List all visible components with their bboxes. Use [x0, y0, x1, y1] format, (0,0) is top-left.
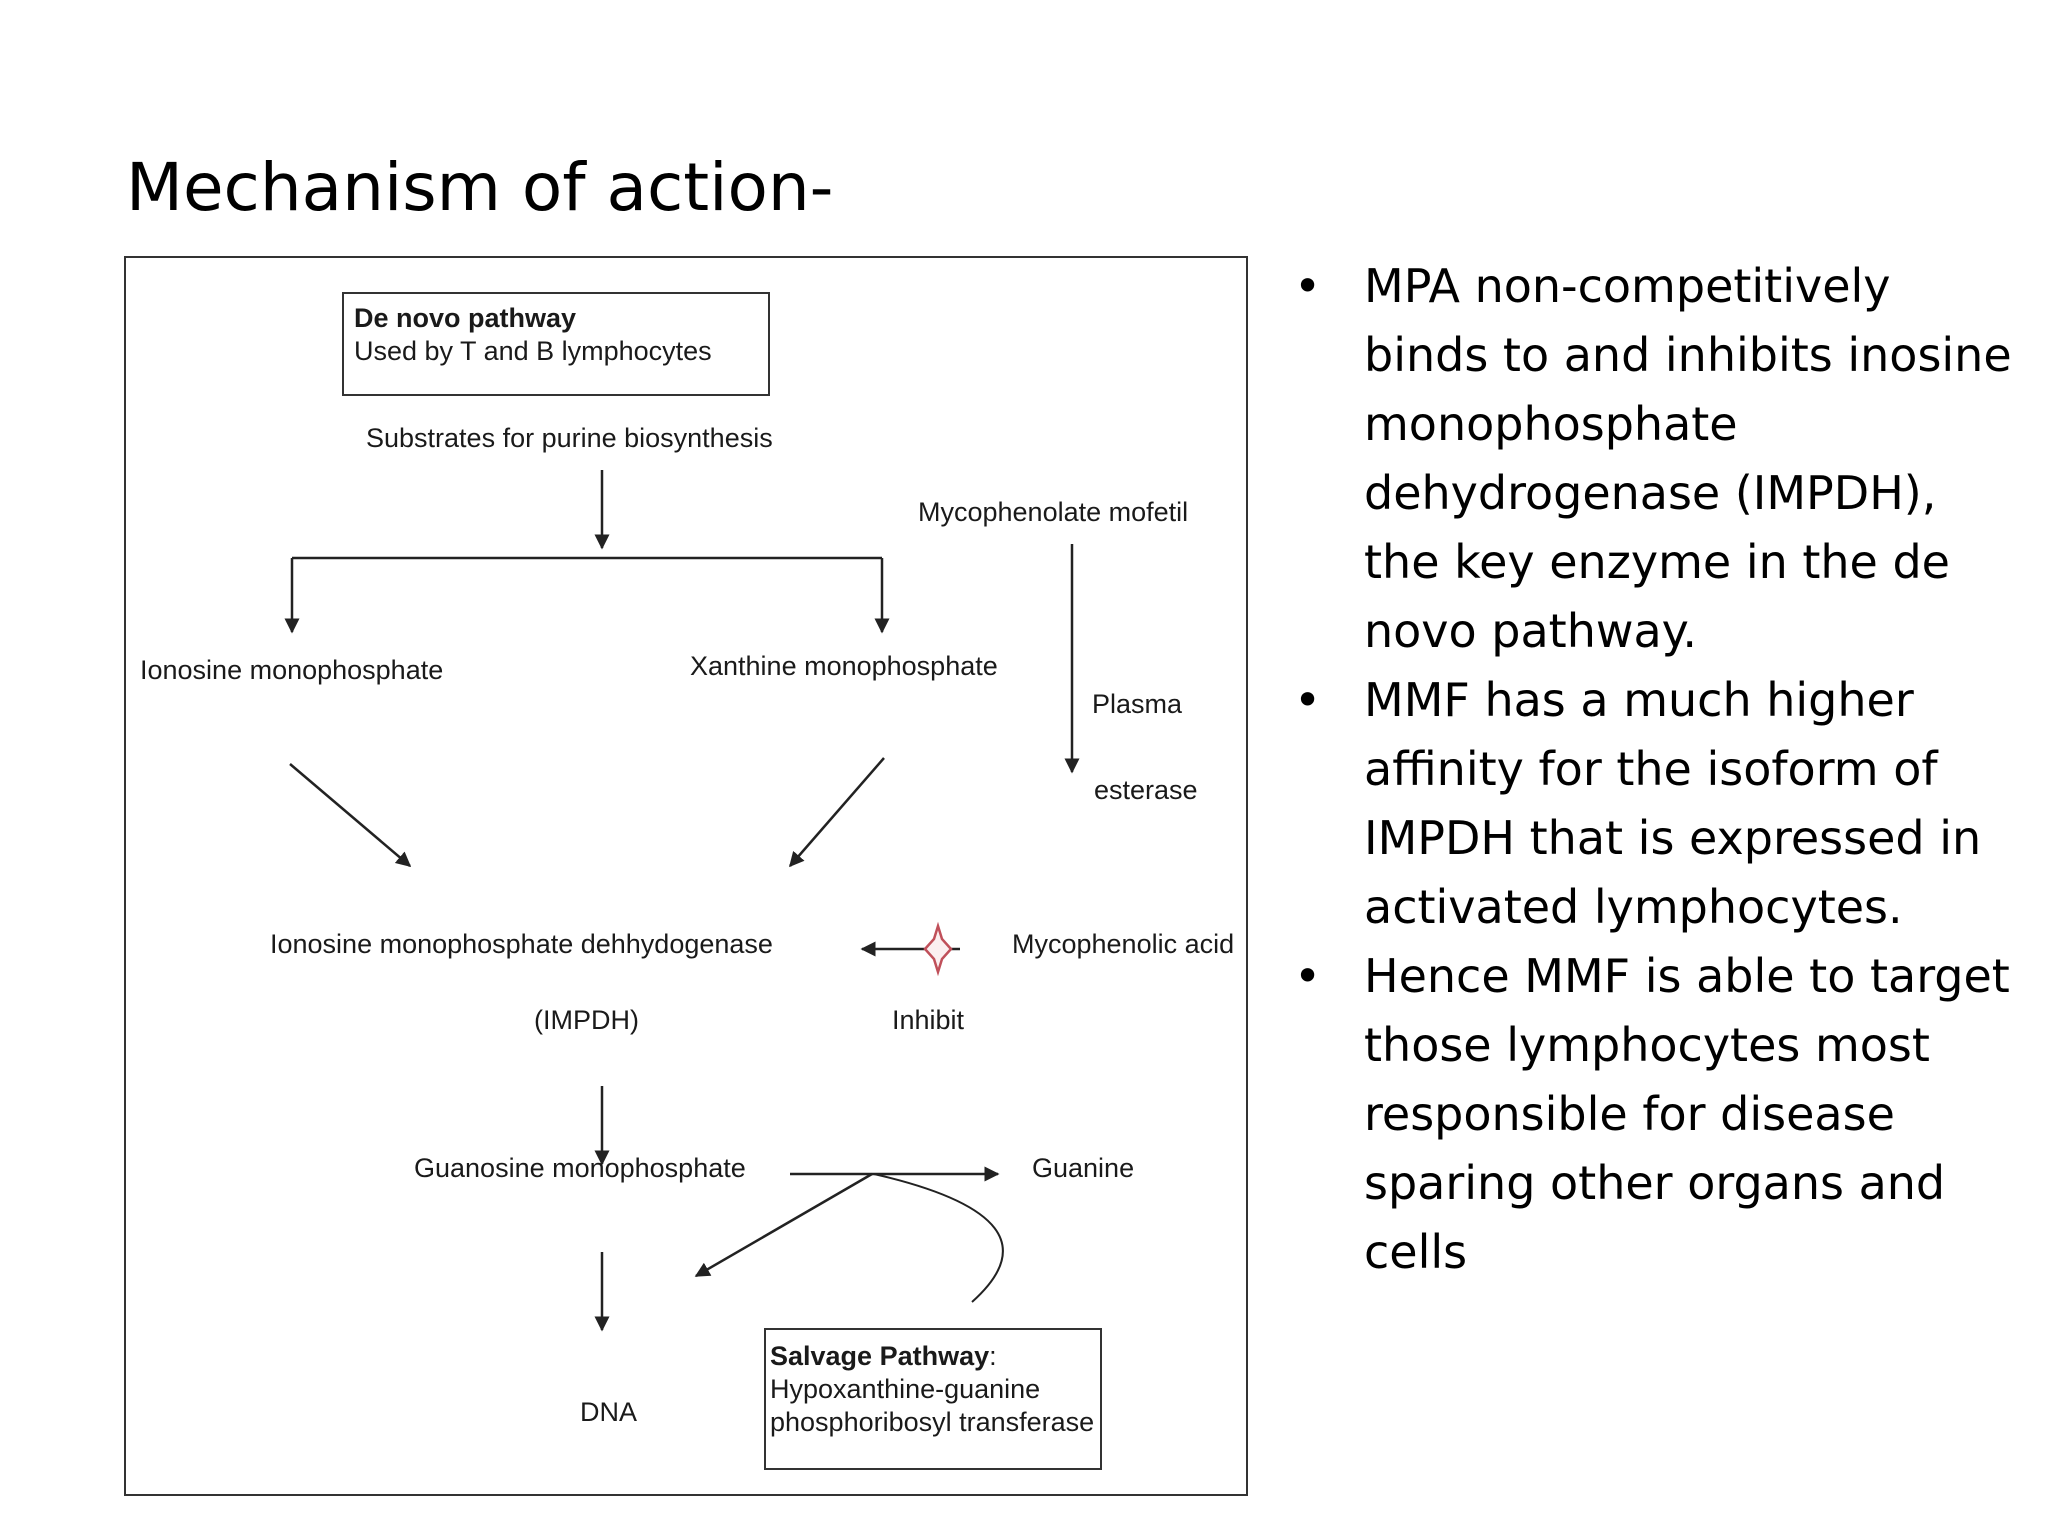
esterase-label: esterase	[1094, 775, 1198, 805]
bullet-list: • MPA non-competitively binds to and inh…	[1280, 252, 2020, 1287]
salvage-pathway-box: Salvage Pathway: Hypoxanthine-guanine ph…	[764, 1328, 1102, 1470]
bullet-item: • MPA non-competitively binds to and inh…	[1280, 252, 2020, 666]
salvage-title: Salvage Pathway	[770, 1341, 990, 1371]
impdh-name-label: Ionosine monophosphate dehhydogenase	[270, 929, 773, 959]
bullet-marker: •	[1294, 259, 1322, 313]
guanine-label: Guanine	[1032, 1153, 1135, 1183]
guanosine-monophosphate-label: Guanosine monophosphate	[414, 1153, 746, 1183]
bullet-marker: •	[1294, 949, 1322, 1003]
arrow-imp-to-impdh	[289, 763, 412, 867]
mycophenolate-mofetil-label: Mycophenolate mofetil	[918, 497, 1189, 527]
inhibit-label: Inhibit	[892, 1005, 965, 1035]
bullet-marker: •	[1294, 673, 1322, 727]
arrow-xmp-to-impdh	[789, 757, 885, 868]
de-novo-pathway-box: De novo pathway Used by T and B lymphocy…	[342, 292, 770, 396]
xanthine-monophosphate-label: Xanthine monophosphate	[690, 651, 998, 681]
bullet-item: • Hence MMF is able to target those lymp…	[1280, 942, 2020, 1287]
salvage-curve	[873, 1173, 1004, 1303]
impdh-abbr-label: (IMPDH)	[534, 1005, 639, 1035]
arrow-to-dna-diagonal	[694, 1172, 873, 1278]
de-novo-title: De novo pathway	[354, 303, 577, 333]
substrates-label: Substrates for purine biosynthesis	[366, 423, 773, 453]
slide-title: Mechanism of action-	[126, 149, 834, 226]
salvage-line-2: phosphoribosyl transferase	[770, 1407, 1095, 1437]
ionosine-monophosphate-label: Ionosine monophosphate	[140, 655, 444, 685]
bullet-text: Hence MMF is able to target those lympho…	[1364, 949, 2010, 1279]
diagram-arrows	[284, 470, 1080, 1332]
plasma-label: Plasma	[1092, 689, 1183, 719]
dna-label: DNA	[580, 1397, 638, 1427]
salvage-line-1: Hypoxanthine-guanine	[770, 1374, 1041, 1404]
bullet-text: MPA non-competitively binds to and inhib…	[1364, 259, 2012, 658]
bullet-item: • MMF has a much higher affinity for the…	[1280, 666, 2020, 942]
salvage-title-colon: :	[989, 1341, 997, 1371]
de-novo-subtitle: Used by T and B lymphocytes	[354, 336, 712, 366]
inhibit-star-icon	[923, 921, 953, 977]
mycophenolic-acid-label: Mycophenolic acid	[1012, 929, 1235, 959]
bullet-text: MMF has a much higher affinity for the i…	[1364, 673, 1982, 934]
mechanism-diagram: De novo pathway Used by T and B lymphocy…	[124, 256, 1248, 1496]
